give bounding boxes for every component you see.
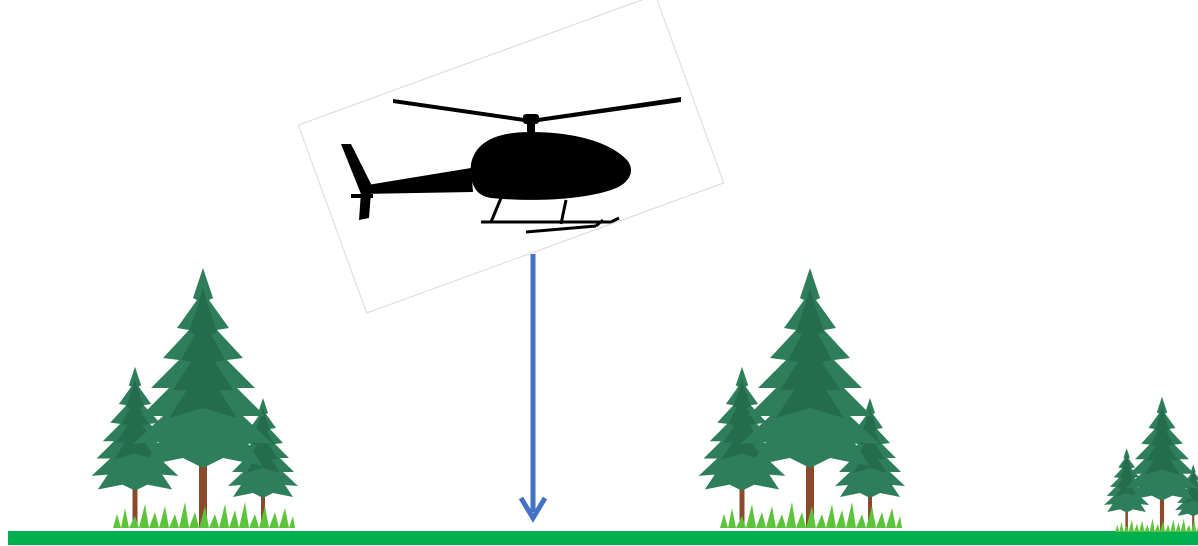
pine-tree-cluster-icon: [92, 268, 298, 528]
pine-tree-cluster-icon: [1104, 397, 1198, 532]
down-arrow: [521, 254, 545, 518]
helicopter-picture: [294, 0, 734, 342]
ground-line: [8, 531, 1198, 545]
pine-tree-cluster-icon: [699, 268, 905, 528]
